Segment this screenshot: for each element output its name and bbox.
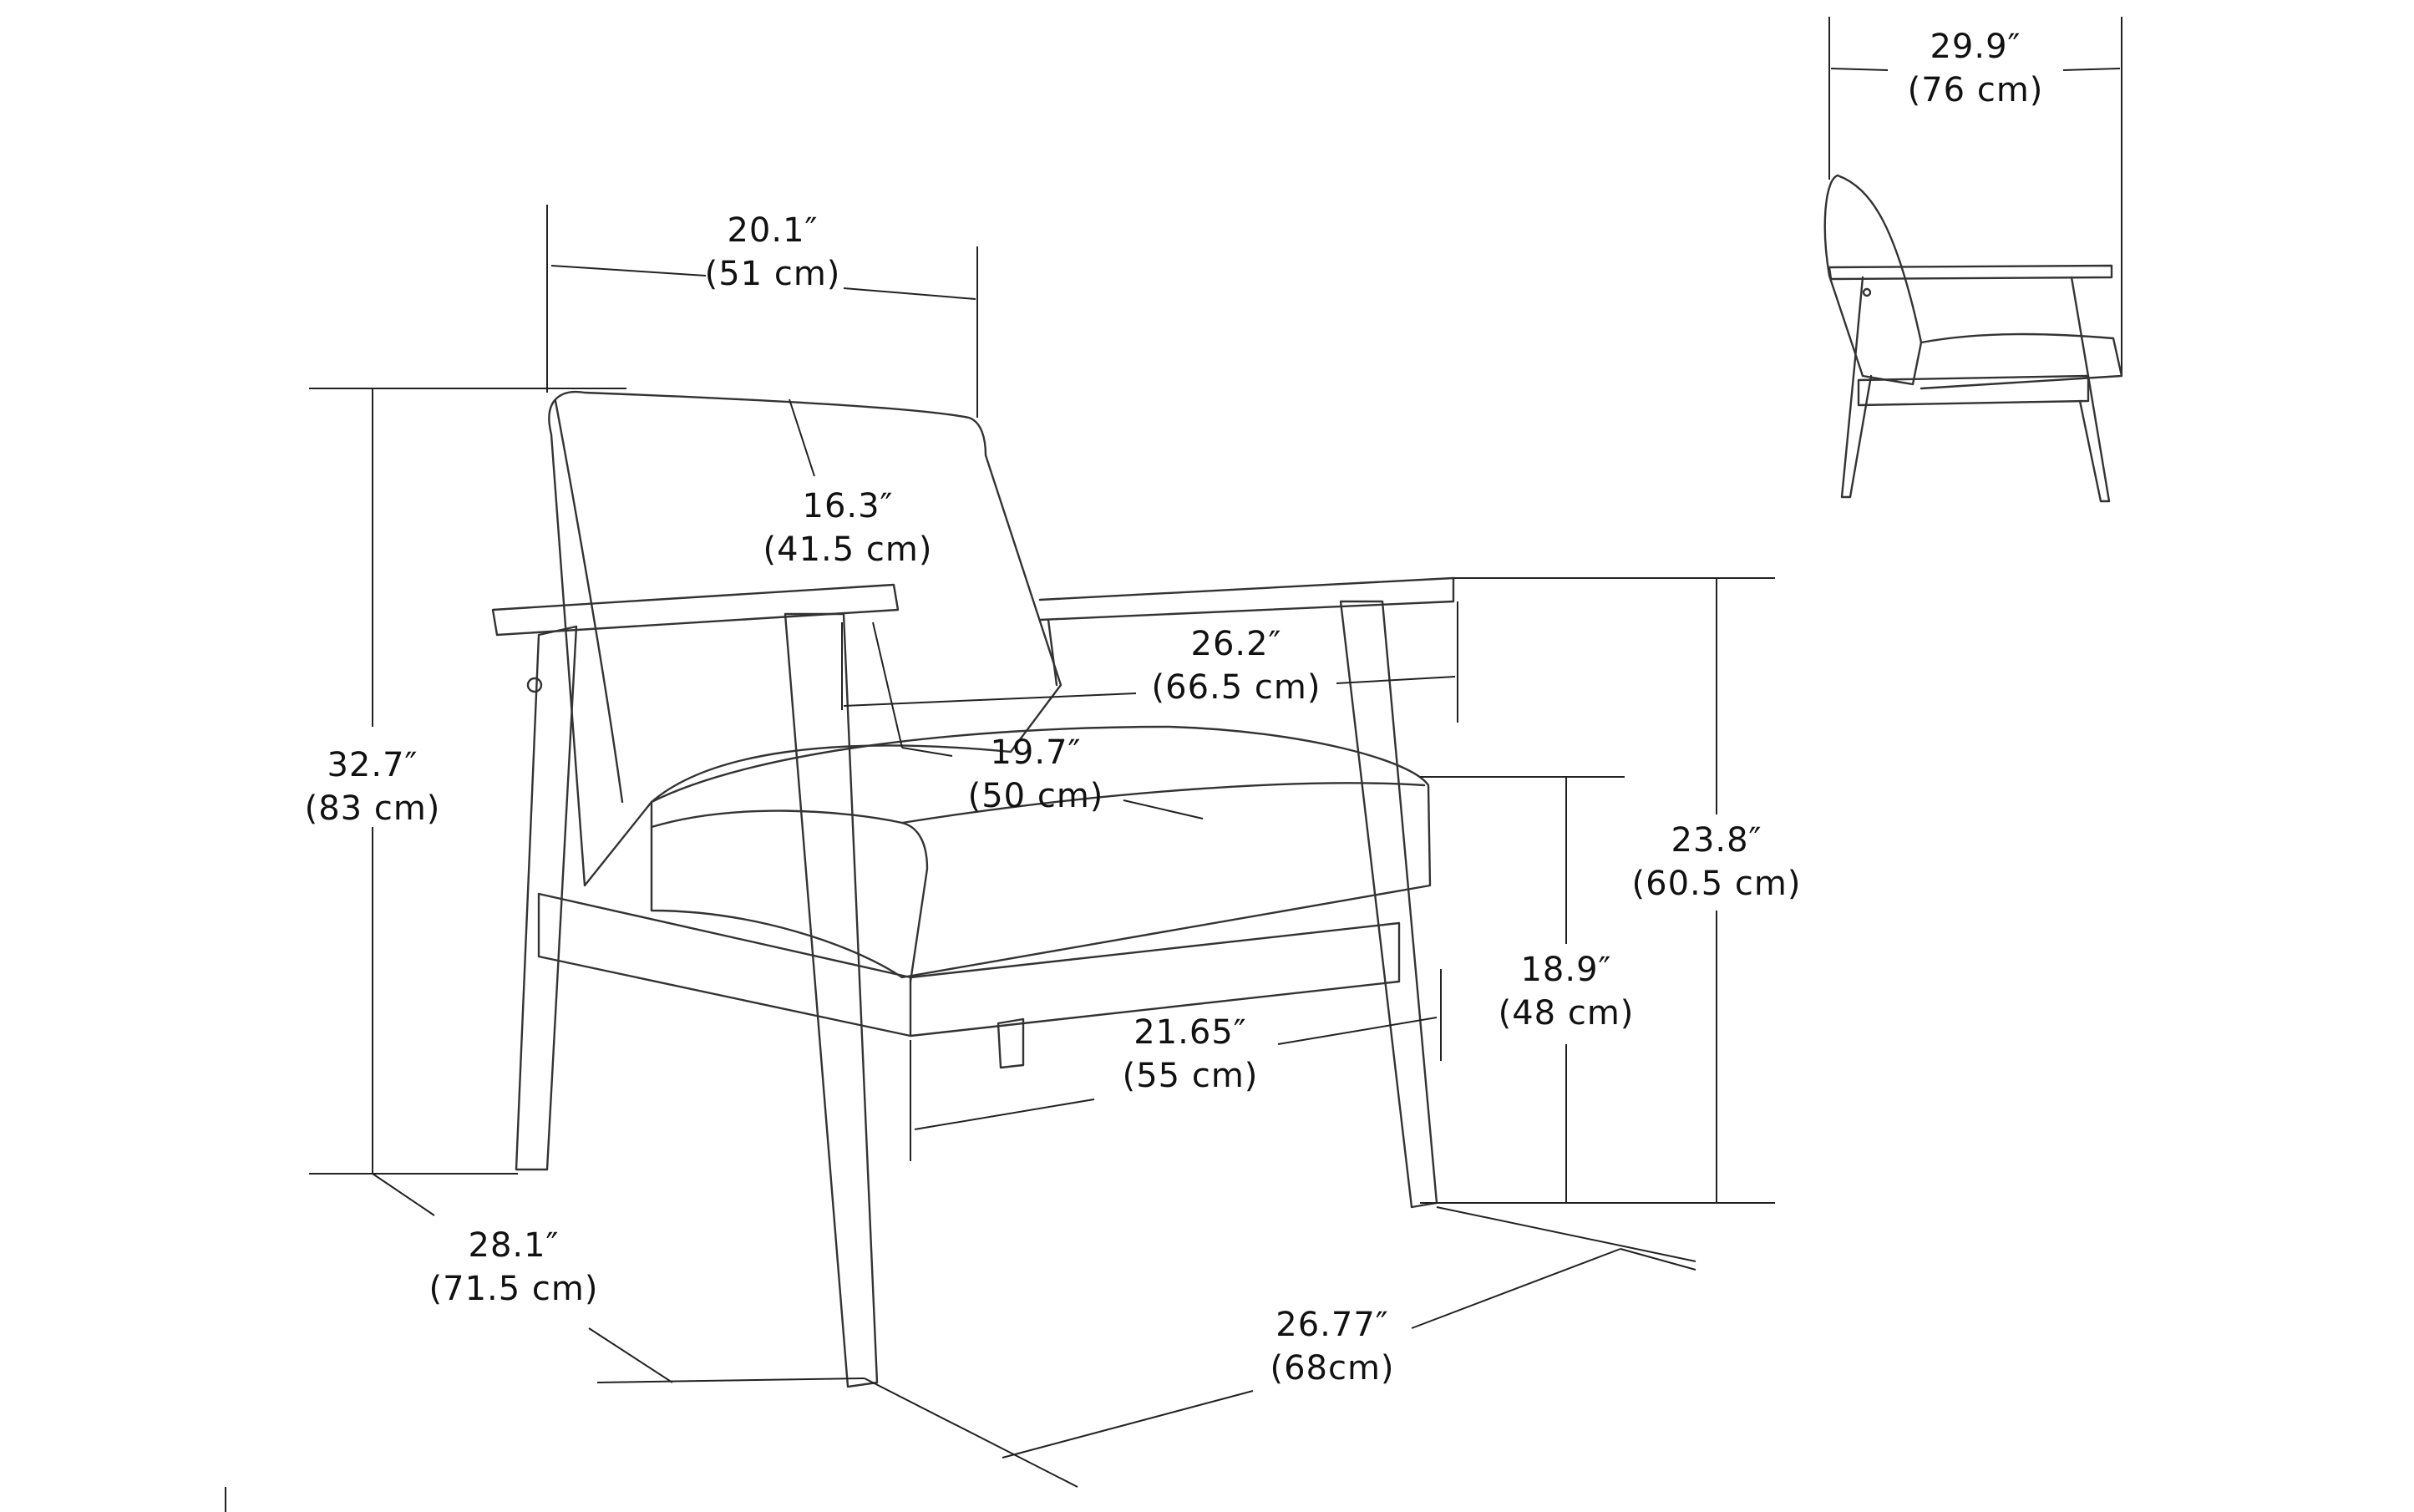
inner-width-metric: (66.5 cm)	[1151, 668, 1321, 707]
seat-depth-label: 19.7″ (50 cm)	[968, 731, 1104, 818]
inner-width-imperial: 26.2″	[1190, 625, 1282, 663]
front-right-leg	[1339, 600, 1438, 1209]
side-knob	[526, 677, 543, 693]
seat-depth-imperial: 19.7″	[990, 733, 1082, 772]
back-right-upright	[1047, 618, 1058, 687]
arm-height-imperial: 23.8″	[1671, 821, 1762, 860]
seat-depth-metric: (50 cm)	[967, 777, 1104, 815]
side-width-label: 29.9″ (76 cm)	[1908, 25, 2044, 112]
left-armrest	[491, 583, 900, 637]
arm-height-metric: (60.5 cm)	[1631, 865, 1802, 903]
side-view-chair	[1823, 17, 2123, 503]
seat-piping	[900, 782, 1426, 824]
overall-width-metric: (68cm)	[1270, 1349, 1395, 1388]
side-width-metric: (76 cm)	[1907, 71, 2044, 109]
overall-width-imperial: 26.77″	[1275, 1306, 1389, 1344]
inner-width-label: 26.2″ (66.5 cm)	[1152, 622, 1321, 709]
seat-height-label: 18.9″ (48 cm)	[1499, 948, 1635, 1035]
side-width-imperial: 29.9″	[1930, 28, 2021, 66]
overall-height-imperial: 32.7″	[327, 746, 418, 784]
dimension-lines	[309, 205, 1775, 1488]
overall-depth-metric: (71.5 cm)	[429, 1270, 599, 1308]
overall-depth-imperial: 28.1″	[468, 1226, 560, 1265]
right-armrest	[1038, 576, 1455, 622]
back-width-metric: (51 cm)	[704, 255, 841, 293]
back-width-label: 20.1″ (51 cm)	[705, 209, 841, 296]
backrest	[548, 390, 1062, 887]
main-chair	[491, 390, 1455, 1388]
seat-cushion	[650, 725, 1432, 979]
arm-height-label: 23.8″ (60.5 cm)	[1632, 819, 1802, 906]
back-height-imperial: 16.3″	[802, 487, 894, 525]
overall-width-label: 26.77″ (68cm)	[1270, 1303, 1394, 1390]
back-left-leg	[515, 625, 578, 1171]
back-height-label: 16.3″ (41.5 cm)	[763, 485, 933, 571]
overall-depth-label: 28.1″ (71.5 cm)	[429, 1224, 599, 1311]
back-height-metric: (41.5 cm)	[763, 530, 933, 569]
backrest-edge	[554, 399, 624, 804]
back-width-imperial: 20.1″	[727, 211, 819, 250]
front-left-leg	[784, 612, 879, 1388]
seat-height-imperial: 18.9″	[1520, 951, 1612, 989]
right-seat-rail	[909, 921, 1401, 1038]
seat-cushion-front	[650, 809, 929, 983]
overall-height-label: 32.7″ (83 cm)	[305, 743, 441, 830]
seat-width-metric: (55 cm)	[1122, 1057, 1259, 1095]
overall-height-metric: (83 cm)	[304, 789, 441, 828]
back-right-leg	[997, 1017, 1025, 1069]
seat-height-metric: (48 cm)	[1498, 994, 1635, 1033]
seat-width-imperial: 21.65″	[1133, 1013, 1247, 1052]
seat-width-label: 21.65″ (55 cm)	[1123, 1011, 1259, 1098]
